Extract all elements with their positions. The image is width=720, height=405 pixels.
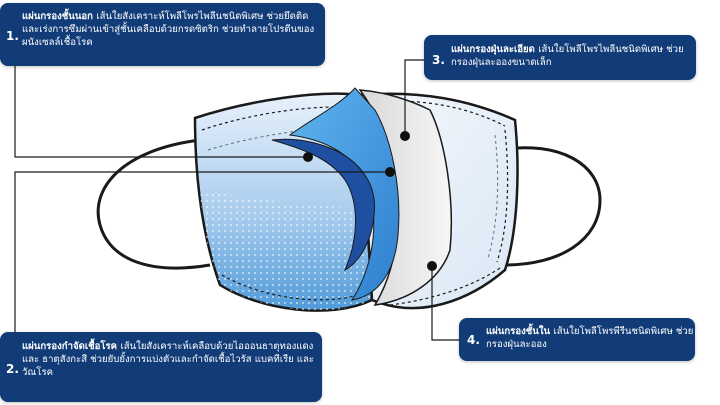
callout-number: 1. xyxy=(6,29,19,43)
callout-description: เส้นใยโพลีโพรไพลีนชนิดพิเศษ ช่วยกรองฝุ่น… xyxy=(451,44,684,68)
marker-2 xyxy=(385,167,395,177)
callout-title: แผ่นกรองฝุ่นละเอียด xyxy=(451,44,539,55)
marker-3 xyxy=(400,131,410,141)
marker-1 xyxy=(303,152,313,162)
callout-description: เส้นใยสังเคราะห์เคลือบด้วยไอออนธาตุทองแด… xyxy=(22,341,315,378)
callout-number: 4. xyxy=(467,333,480,347)
callout-title: แผ่นกรองกำจัดเชื้อโรค xyxy=(22,341,121,352)
left-ear-loop xyxy=(96,138,211,270)
callout-description: เส้นใยโพลีโพรพีรีนชนิดพิเศษ ช่วยกรองฝุ่น… xyxy=(486,326,694,350)
callout-description: เส้นใยสังเคราะห์โพลีโพรไพลีนชนิดพิเศษ ช่… xyxy=(22,11,315,48)
callout-title: แผ่นกรองชั้นใน xyxy=(486,326,554,337)
callout-fine-dust-layer: 3. แผ่นกรองฝุ่นละเอียด เส้นใยโพลีโพรไพลี… xyxy=(424,35,696,80)
leader-lines xyxy=(14,59,459,341)
callout-inner-layer: 4. แผ่นกรองชั้นใน เส้นใยโพลีโพรพีรีนชนิด… xyxy=(459,318,695,361)
callout-outer-layer: 1. แผ่นกรองชั้นนอก เส้นใยสังเคราะห์โพลีโ… xyxy=(0,3,325,66)
callout-germ-killing-layer: 2. แผ่นกรองกำจัดเชื้อโรค เส้นใยสังเคราะห… xyxy=(0,332,322,402)
callout-number: 2. xyxy=(6,362,19,376)
right-ear-loop xyxy=(499,146,602,267)
callout-number: 3. xyxy=(432,53,445,67)
marker-4 xyxy=(427,261,437,271)
callout-title: แผ่นกรองชั้นนอก xyxy=(22,11,97,22)
light-blue-filter-layer xyxy=(288,87,400,301)
